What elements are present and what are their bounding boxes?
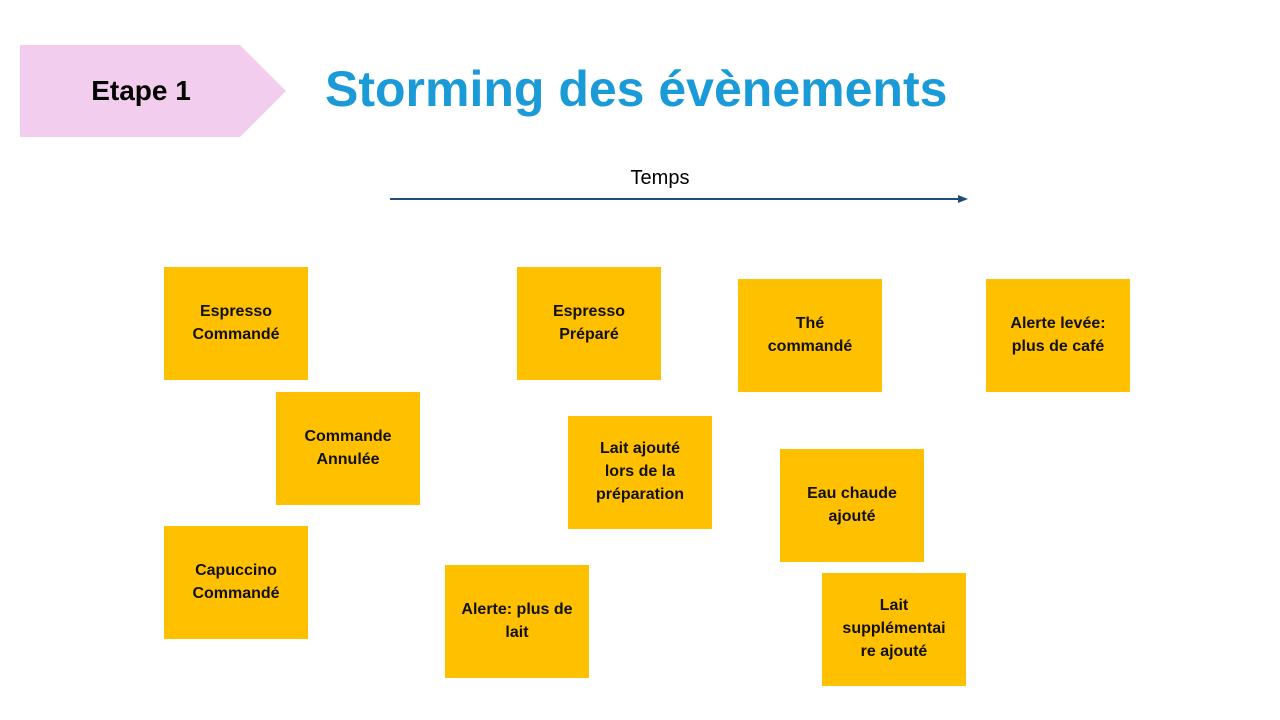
event-sticky-commande-annulee: Commande Annulée <box>276 392 420 505</box>
event-sticky-capuccino-commande: Capuccino Commandé <box>164 526 308 639</box>
time-arrow <box>390 195 968 203</box>
step-tag: Etape 1 <box>20 45 286 137</box>
event-sticky-eau-chaude: Eau chaude ajouté <box>780 449 924 562</box>
time-axis-label: Temps <box>630 167 690 189</box>
event-sticky-the-commande: Thé commandé <box>738 279 882 392</box>
event-sticky-lait-supplementaire: Lait supplémentai re ajouté <box>822 573 966 686</box>
event-sticky-alerte-lait: Alerte: plus de lait <box>445 565 589 678</box>
event-sticky-lait-ajoute: Lait ajouté lors de la préparation <box>568 416 712 529</box>
event-sticky-espresso-commande: Espresso Commandé <box>164 267 308 380</box>
event-sticky-alerte-cafe: Alerte levée: plus de café <box>986 279 1130 392</box>
step-chevron-shape <box>20 45 286 137</box>
event-sticky-espresso-prepare: Espresso Préparé <box>517 267 661 380</box>
step-label: Etape 1 <box>91 75 191 106</box>
page-title: Storming des évènements <box>325 61 948 117</box>
